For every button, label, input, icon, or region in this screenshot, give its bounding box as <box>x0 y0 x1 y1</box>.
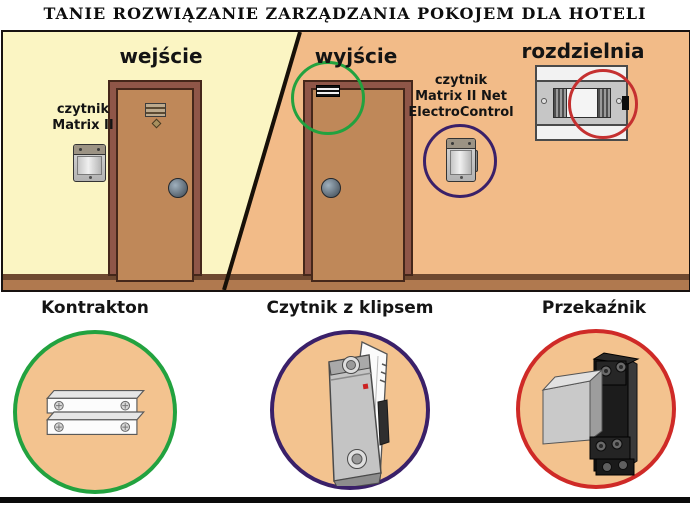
reader-screw-icon <box>79 148 82 151</box>
reader-led-icon <box>88 176 92 179</box>
exit-reader-caption-line2: Matrix II Net <box>415 89 507 104</box>
product-label-clip-reader: Czytnik z klipsem <box>266 298 434 318</box>
entrance-door-knob <box>168 178 188 198</box>
reed-switch-icon <box>45 389 146 436</box>
product-label-relay: Przekaźnik <box>541 298 647 318</box>
entrance-label: wejście <box>119 44 203 68</box>
switchboard-label: rozdzielnia <box>521 39 645 63</box>
poster-title: TANIE ROZWIĄZANIE ZARZĄDZANIA POKOJEM DL… <box>43 4 647 23</box>
reader-screw-icon <box>97 148 100 151</box>
room-number-plate <box>145 103 166 117</box>
reader-face <box>77 156 102 175</box>
product-circle-kontrakton <box>13 330 177 494</box>
relay-icon <box>541 352 640 476</box>
exit-label: wyjście <box>314 44 398 68</box>
wall-divider-line <box>222 32 302 290</box>
entrance-reader-caption-line2: Matrix II <box>52 118 114 133</box>
exit-reader-caption-line3: ElectroControl <box>408 105 514 120</box>
exit-reader-caption-line1: czytnik <box>434 73 488 88</box>
exit-reader-caption: czytnik Matrix II Net ElectroControl <box>381 73 541 121</box>
clip-reader-icon <box>328 341 390 486</box>
product-label-kontrakton: Kontrakton <box>41 298 149 318</box>
matrix-reader-icon <box>73 144 106 182</box>
floor <box>3 280 689 290</box>
module-ribbed-end <box>553 88 567 118</box>
entrance-reader-caption-line1: czytnik <box>56 102 110 117</box>
product-circle-relay <box>516 329 676 489</box>
relay-highlight-ring <box>568 69 638 139</box>
reader-top-cap <box>74 145 105 155</box>
door-contact-highlight-ring <box>291 61 365 135</box>
bottom-divider-bar <box>0 497 690 503</box>
product-circle-clip-reader <box>270 330 430 490</box>
screw-icon <box>541 98 547 104</box>
net-reader-highlight-ring <box>423 124 497 198</box>
exit-door-knob <box>321 178 341 198</box>
scene-panel: wejście wyjście rozdzielnia czytnik Matr… <box>1 30 690 292</box>
entrance-reader-caption: czytnik Matrix II <box>13 102 153 134</box>
